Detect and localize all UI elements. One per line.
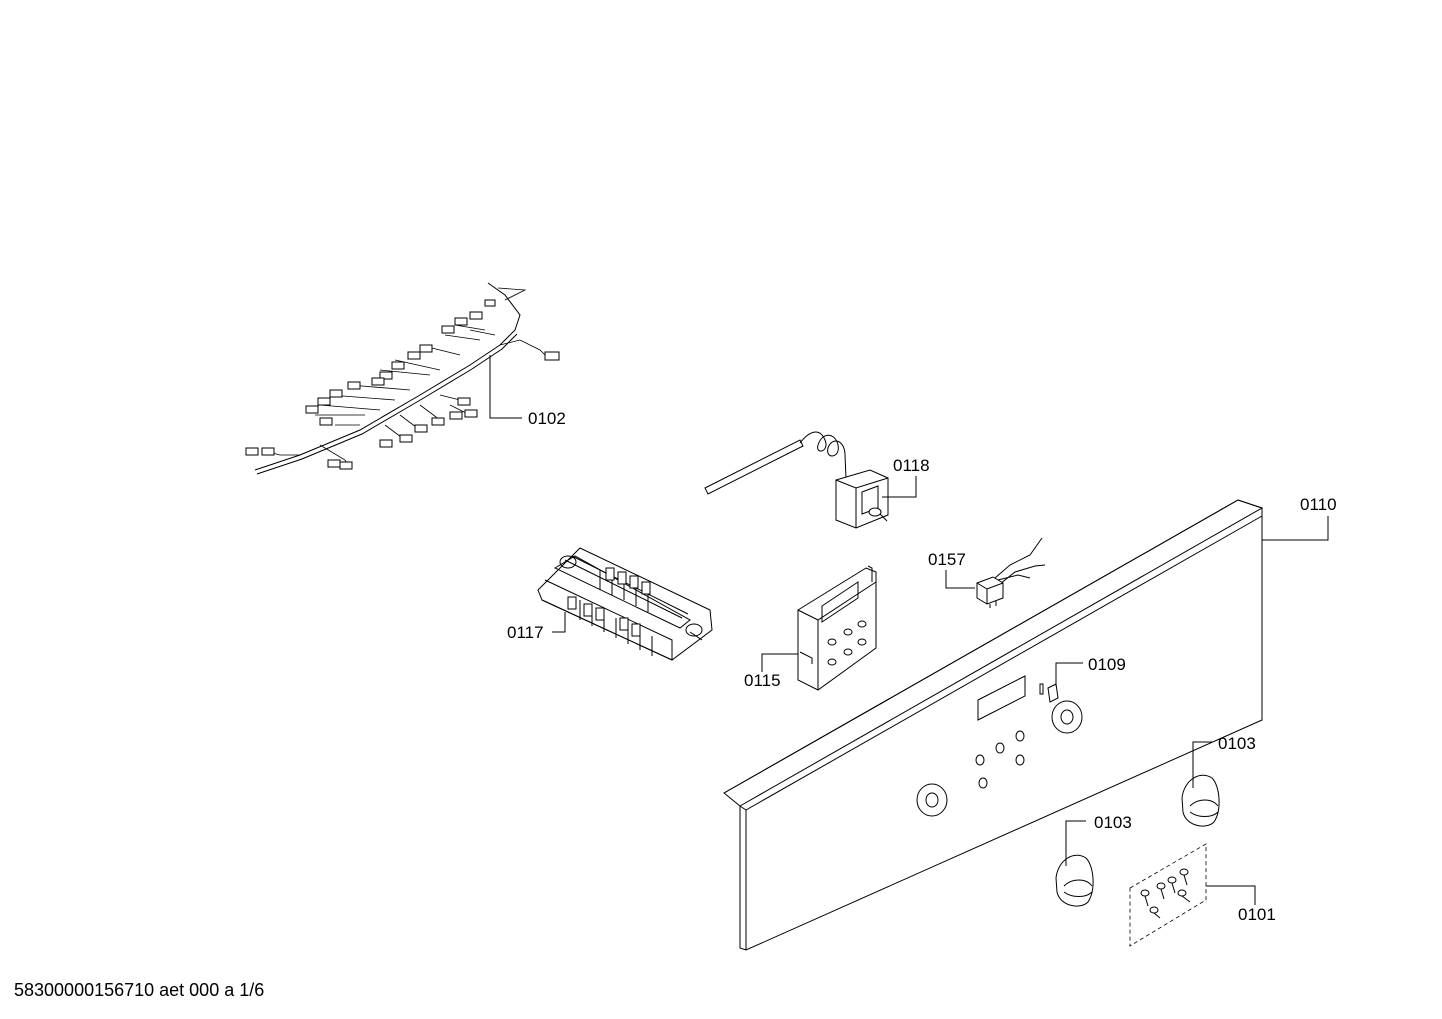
- leader-0103a: [1192, 741, 1212, 788]
- wiring-harness-icon: [245, 282, 560, 475]
- leader-0157: [945, 570, 975, 589]
- selector-switch-icon: [537, 547, 713, 661]
- leader-0110: [1262, 516, 1329, 541]
- callout-0101: 0101: [1238, 905, 1276, 924]
- callout-0102: 0102: [528, 409, 566, 428]
- indicator-lamp-icon: [1047, 683, 1059, 703]
- screw-set-icon: [1129, 843, 1207, 947]
- thermostat-icon: [704, 431, 889, 529]
- callout-0157: 0157: [928, 550, 966, 569]
- leader-0102: [489, 355, 522, 419]
- callout-0109: 0109: [1088, 655, 1126, 674]
- callout-0117: 0117: [507, 623, 544, 642]
- timer-module-icon: [797, 565, 877, 691]
- document-id: 58300000156710 aet 000 a 1/6: [14, 980, 265, 1000]
- callout-0110: 0110: [1300, 495, 1337, 514]
- leader-0109: [1055, 662, 1083, 686]
- leader-0118: [882, 476, 917, 498]
- control-panel-icon: [723, 499, 1264, 951]
- knob-icon: [1055, 854, 1094, 907]
- callout-0103a: 0103: [1218, 734, 1256, 753]
- leader-0117: [552, 612, 566, 633]
- callout-0118: 0118: [893, 456, 930, 475]
- callout-0103b: 0103: [1094, 813, 1132, 832]
- leader-0115: [761, 653, 798, 672]
- callout-0115: 0115: [744, 671, 781, 690]
- knob-icon: [1181, 774, 1220, 827]
- switch-icon: [976, 537, 1046, 608]
- leader-0101: [1206, 885, 1256, 905]
- leader-0103b: [1065, 820, 1086, 866]
